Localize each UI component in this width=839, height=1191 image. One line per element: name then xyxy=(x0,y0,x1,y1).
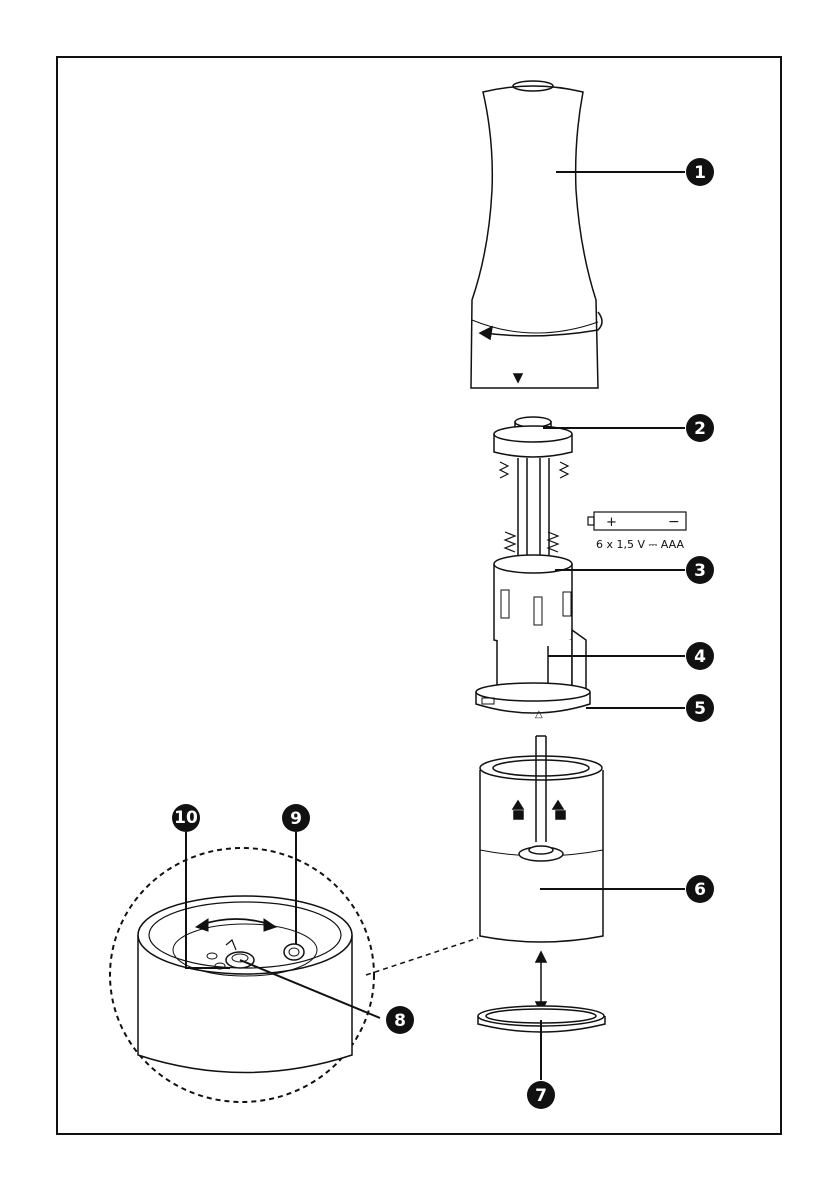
part-1-housing xyxy=(471,81,602,388)
svg-text:1: 1 xyxy=(694,163,706,183)
svg-text:6: 6 xyxy=(694,880,706,900)
svg-text:5: 5 xyxy=(694,699,706,719)
callout-5: 5 xyxy=(686,694,714,722)
battery-plus: + xyxy=(606,515,617,530)
callout-1: 1 xyxy=(686,158,714,186)
callout-10: 10 xyxy=(172,804,200,832)
svg-text:10: 10 xyxy=(174,808,198,828)
svg-text:4: 4 xyxy=(694,647,706,667)
battery-minus: − xyxy=(668,514,680,530)
part-2-cap xyxy=(494,417,572,560)
callout-2: 2 xyxy=(686,414,714,442)
part-3-battery-holder xyxy=(494,555,572,645)
svg-text:8: 8 xyxy=(394,1011,406,1031)
part-6-container xyxy=(480,736,603,942)
callout-6: 6 xyxy=(686,875,714,903)
triangle-mark: △ xyxy=(535,709,543,720)
part-5-base-ring xyxy=(476,683,590,713)
callout-8: 8 xyxy=(386,1006,414,1034)
svg-text:9: 9 xyxy=(290,809,302,829)
callout-7: 7 xyxy=(527,1081,555,1109)
callout-3: 3 xyxy=(686,556,714,584)
double-arrow xyxy=(536,952,546,1012)
svg-text:2: 2 xyxy=(694,419,706,439)
svg-text:7: 7 xyxy=(535,1086,547,1106)
svg-text:3: 3 xyxy=(694,561,706,581)
callout-9: 9 xyxy=(282,804,310,832)
detail-view xyxy=(110,848,478,1102)
callout-4: 4 xyxy=(686,642,714,670)
battery-spec: 6 x 1,5 V ⎓ AAA xyxy=(596,538,684,551)
